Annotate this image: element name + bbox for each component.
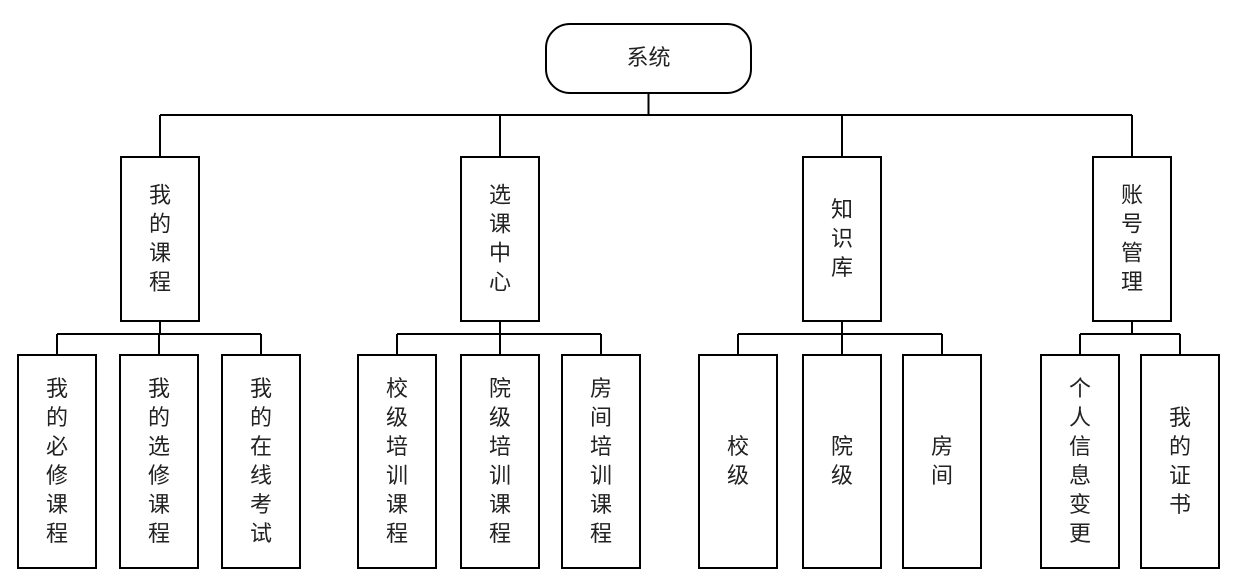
module-label: 选课中心	[489, 183, 511, 295]
leaf-label: 我的在线考试	[250, 377, 272, 547]
leaf-node	[119, 354, 199, 569]
module-label: 我的课程	[149, 183, 171, 295]
root-node	[545, 23, 752, 94]
module-node	[802, 156, 882, 322]
leaf-label: 房间培训课程	[590, 377, 612, 547]
module-node	[120, 156, 200, 322]
module-label: 账号管理	[1121, 183, 1143, 295]
leaf-node	[17, 354, 97, 569]
leaf-label: 院级	[831, 435, 853, 489]
leaf-label: 校级培训课程	[386, 377, 408, 547]
leaf-label: 校级	[727, 435, 749, 489]
leaf-label: 个人信息变更	[1069, 377, 1091, 547]
leaf-node	[357, 354, 437, 569]
leaf-node	[221, 354, 301, 569]
leaf-label: 我的必修课程	[46, 377, 68, 547]
module-node	[460, 156, 540, 322]
module-node	[1092, 156, 1172, 322]
leaf-node	[698, 354, 778, 569]
leaf-label: 房间	[931, 435, 953, 489]
leaf-label: 我的证书	[1169, 406, 1191, 518]
leaf-label: 院级培训课程	[489, 377, 511, 547]
leaf-node	[1040, 354, 1120, 569]
leaf-node	[902, 354, 982, 569]
connector-lines	[56, 93, 1181, 355]
leaf-label: 我的选修课程	[148, 377, 170, 547]
leaf-node	[1140, 354, 1220, 569]
leaf-node	[561, 354, 641, 569]
root-label: 系统	[626, 46, 670, 71]
module-label: 知识库	[831, 198, 853, 281]
leaf-node	[460, 354, 540, 569]
leaf-node	[802, 354, 882, 569]
